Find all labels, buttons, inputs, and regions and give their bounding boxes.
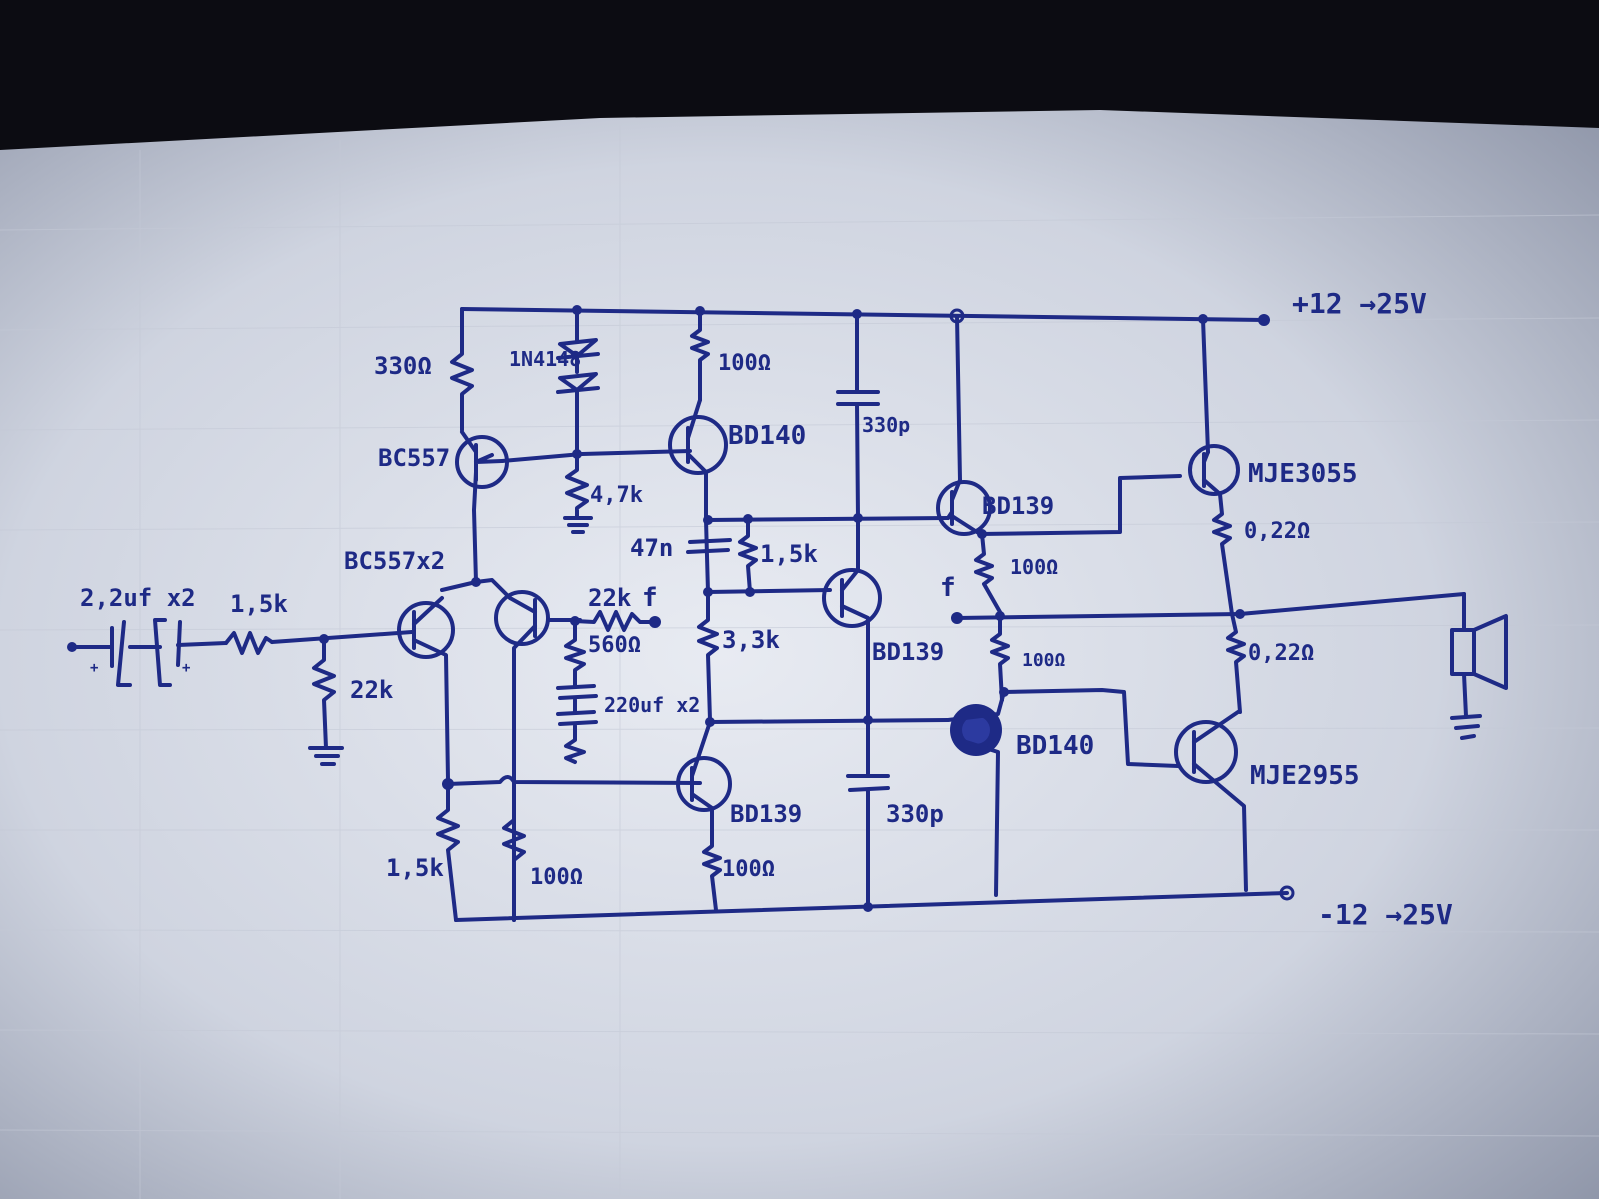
input-shunt-resistor-label: 22k — [350, 676, 394, 704]
vas-upper-transistor-label: BD140 — [728, 421, 806, 451]
emitter-resistor-top-label: 0,22Ω — [1244, 519, 1310, 544]
tail-transistor-label: BC557 — [378, 444, 450, 472]
negative-rail-label: -12 →25V — [1318, 898, 1453, 931]
multiplier-resistor-bottom-label: 3,3k — [722, 626, 780, 654]
emitter-resistor-bottom-label: 0,22Ω — [1248, 641, 1314, 666]
power-bottom-label: MJE2955 — [1250, 761, 1360, 791]
tail-network — [450, 307, 692, 534]
bias-resistor-label: 4,7k — [590, 483, 643, 508]
speaker-icon — [1450, 592, 1508, 718]
diodes-label: 1N4148 — [509, 347, 581, 371]
input-network — [67, 618, 414, 766]
vas-upper-emitter-resistor-label: 100Ω — [718, 351, 771, 376]
input-series-resistor-label: 1,5k — [230, 590, 288, 618]
differential-pair — [397, 508, 702, 922]
feedback-tag-output: f — [940, 573, 956, 603]
multiplier-resistor-top-label: 1,5k — [760, 540, 818, 568]
comp-capacitor-lower-label: 330p — [886, 800, 944, 828]
driver-resistor-bottom-label: 100Ω — [1022, 650, 1066, 671]
svg-text:+: + — [182, 660, 190, 676]
feedback-network — [556, 610, 661, 764]
power-top-label: MJE3055 — [1248, 459, 1358, 489]
feedback-capacitor-label: 220uf x2 — [604, 693, 700, 717]
mirror-resistor-right-label: 100Ω — [530, 865, 583, 890]
feedback-tag-input: f — [642, 583, 658, 613]
driver-top-label: BD139 — [982, 492, 1054, 520]
positive-rail-label: +12 →25V — [1292, 287, 1427, 320]
feedback-shunt-resistor-label: 560Ω — [588, 633, 641, 658]
feedback-resistor-label: 22k — [588, 584, 632, 612]
input-capacitor-label: 2,2uf x2 — [80, 584, 196, 612]
driver-resistor-top-label: 100Ω — [1010, 555, 1058, 579]
vas-lower-emitter-resistor-label: 100Ω — [722, 857, 775, 882]
vas-lower-transistor-label: BD139 — [730, 800, 802, 828]
paper-grid — [0, 125, 1599, 1199]
ground-icon — [1450, 714, 1482, 740]
paper-sheet — [0, 110, 1599, 1199]
driver-bottom-label: BD140 — [1016, 731, 1094, 761]
mirror-resistor-left-label: 1,5k — [386, 854, 444, 882]
multiplier-transistor-label: BD139 — [872, 638, 944, 666]
svg-text:+: + — [90, 660, 98, 676]
tail-resistor-label: 330Ω — [374, 352, 432, 380]
pair-label: BC557x2 — [344, 547, 445, 575]
vas-stage — [668, 309, 950, 912]
output-stage — [936, 314, 1466, 897]
comp-capacitor-upper-label: 330p — [862, 413, 910, 437]
comp-capacitor-mid-label: 47n — [630, 534, 673, 562]
